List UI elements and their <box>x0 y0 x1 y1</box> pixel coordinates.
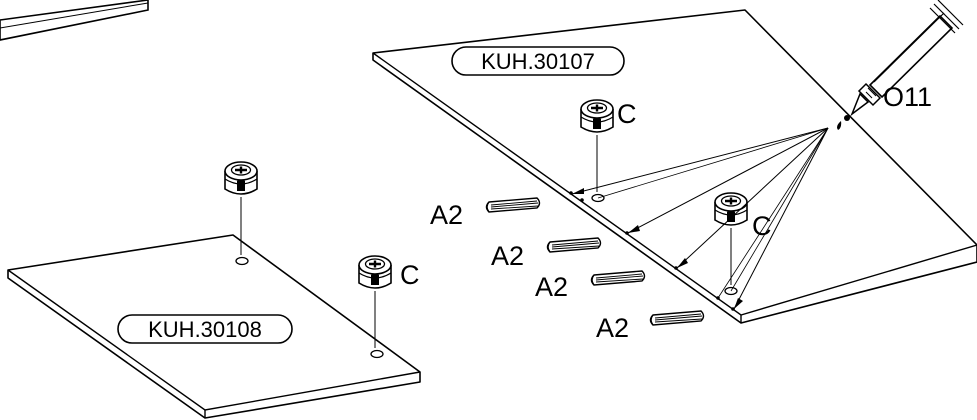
dowel-1 <box>485 197 541 213</box>
cam-label: C <box>752 211 772 241</box>
dowel-label: A2 <box>596 313 629 343</box>
glue-arrowheads <box>572 188 743 309</box>
panel-code-badge-bottom: KUH.30108 <box>117 314 293 344</box>
glue-label: O11 <box>883 82 932 112</box>
cam-lock-bottom-left-1 <box>223 160 259 255</box>
panel-code-bottom: KUH.30108 <box>148 317 262 342</box>
dowel-label: A2 <box>430 200 463 230</box>
glue-application-lines <box>571 127 829 310</box>
dowel-hole <box>625 231 629 235</box>
dowel-label: A2 <box>535 272 568 302</box>
dowel-label: A2 <box>491 241 524 271</box>
panel-edge-fragment <box>0 0 149 41</box>
panel-code-top: KUH.30107 <box>481 49 595 74</box>
cam-lock-top-2 <box>713 191 749 285</box>
dowel-4 <box>649 310 705 326</box>
dowel-3 <box>590 270 646 286</box>
cam-label: C <box>400 260 420 290</box>
dowel-hole <box>569 191 573 195</box>
cam-lock-top-1 <box>579 98 615 192</box>
glue-tube-icon <box>837 0 964 130</box>
dowel-2 <box>546 237 602 253</box>
panel-code-badge-top: KUH.30107 <box>451 46 625 76</box>
dowel-hole <box>674 266 678 270</box>
cam-label: C <box>617 99 637 129</box>
dowel-hole <box>580 198 584 202</box>
cam-hole <box>370 349 384 359</box>
dowel-hole <box>731 307 735 311</box>
cam-hole <box>235 256 249 266</box>
cam-lock-bottom-left-2 <box>357 254 393 348</box>
